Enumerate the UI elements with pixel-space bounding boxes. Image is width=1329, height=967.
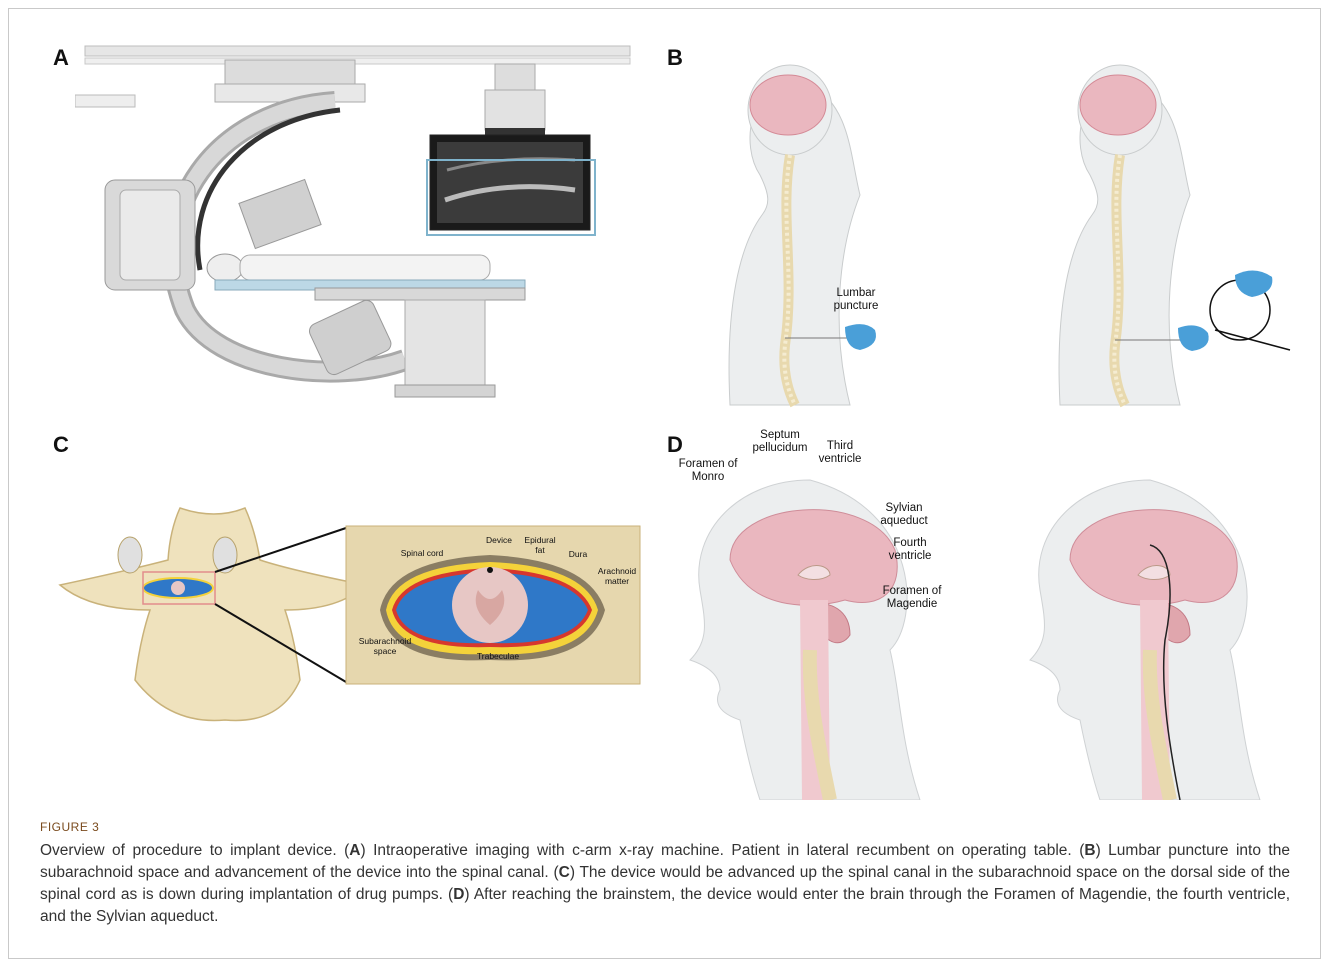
caption-panel-ref: C — [559, 864, 570, 881]
label-foramen-of-magendie: Foramen of Magendie — [872, 585, 952, 611]
label-spinal-cord: Spinal cord — [392, 549, 452, 559]
label-device: Device — [479, 536, 519, 546]
label-sylvian-aqueduct: Sylvian aqueduct — [874, 502, 934, 528]
c-arm-illustration — [75, 40, 645, 405]
label-subarachnoid-space: Subarachnoid space — [355, 637, 415, 656]
label-dura: Dura — [563, 550, 593, 560]
panel-d-letter: D — [667, 432, 683, 458]
label-trabeculae: Trabeculae — [468, 652, 528, 662]
label-third-ventricle: Third ventricle — [815, 440, 865, 466]
label-arachnoid-matter: Arachnoid matter — [592, 567, 642, 586]
figure-number: FIGURE 3 — [40, 820, 99, 834]
lumbar-puncture-illustration — [700, 45, 1300, 410]
vertebra-cross-section-illustration — [50, 500, 650, 730]
caption-panel-ref: D — [453, 886, 464, 903]
label-fourth-ventricle: Fourth ventricle — [880, 537, 940, 563]
caption-text-part: ) Intraoperative imaging with c-arm x-ra… — [360, 842, 1084, 859]
brain-ventricles-illustration — [680, 470, 1300, 800]
caption-panel-ref: A — [349, 842, 360, 859]
label-foramen-of-monro: Foramen of Monro — [668, 458, 748, 484]
panel-c-letter: C — [53, 432, 69, 458]
label-septum-pellucidum: Septum pellucidum — [745, 429, 815, 455]
caption-panel-ref: B — [1084, 842, 1095, 859]
panel-b-letter: B — [667, 45, 683, 71]
label-lumbar-puncture: Lumbar puncture — [826, 287, 886, 313]
panel-a-letter: A — [53, 45, 69, 71]
label-epidural-fat: Epidural fat — [520, 536, 560, 555]
caption-text-part: Overview of procedure to implant device.… — [40, 842, 349, 859]
figure-caption: Overview of procedure to implant device.… — [40, 840, 1290, 928]
